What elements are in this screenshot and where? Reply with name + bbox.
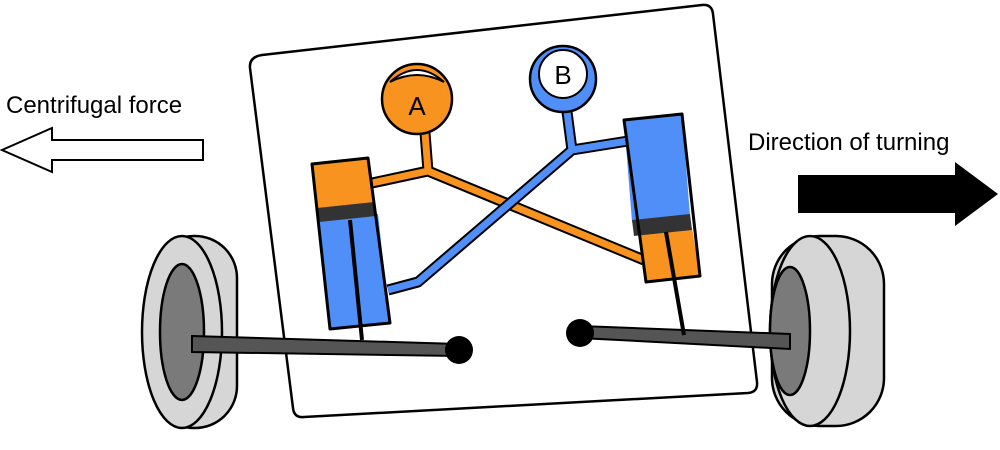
right-axle-pivot	[566, 319, 594, 347]
direction-of-turning-label: Direction of turning	[748, 129, 949, 156]
right-cylinder-rod	[664, 231, 686, 336]
right-cylinder	[622, 112, 702, 336]
left-cylinder-rod	[348, 219, 364, 341]
left-tire-hub	[158, 262, 206, 402]
right-cylinder-outline	[622, 112, 702, 284]
centrifugal-force-arrow	[0, 126, 204, 174]
left-cylinder-outline	[310, 156, 392, 331]
direction-of-turning-arrow	[798, 162, 998, 226]
accumulator-b-bladder	[538, 49, 588, 99]
right-wheel	[768, 234, 886, 428]
right-cylinder-piston	[632, 214, 692, 236]
accumulator-a-bladder	[389, 69, 445, 83]
left-cylinder-piston	[317, 202, 376, 222]
centrifugal-force-label: Centrifugal force	[6, 92, 182, 119]
accumulator-a: A	[380, 62, 454, 136]
left-axle-pivot	[445, 336, 473, 364]
accumulator-a-label: A	[408, 91, 426, 121]
accumulator-b-label: B	[554, 60, 571, 90]
right-tire-hub	[768, 265, 812, 397]
left-cylinder	[310, 156, 392, 341]
accumulator-b: B	[528, 44, 598, 114]
left-wheel	[140, 234, 239, 430]
right-cylinder-upper-chamber	[624, 114, 690, 222]
left-cylinder-upper-chamber	[312, 158, 374, 210]
